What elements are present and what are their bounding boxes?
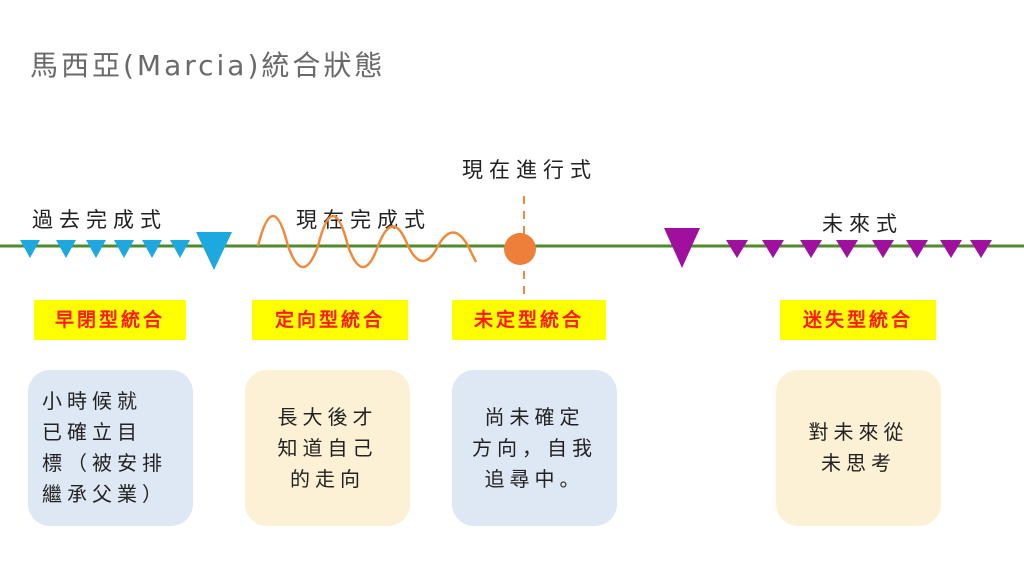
card-moratorium-line: 方向，自我 (472, 435, 597, 460)
card-moratorium-line: 追尋中。 (484, 466, 585, 491)
label-future: 未來式 (822, 212, 903, 236)
card-diffusion-line: 未思考 (821, 451, 896, 475)
present-perfect-wave (256, 214, 478, 268)
future-marker (726, 240, 748, 258)
card-moratorium: 尚未確定 方向，自我 追尋中。 (452, 370, 617, 526)
card-diffusion-line: 對未來從 (808, 420, 909, 444)
label-present-progressive: 現在進行式 (462, 158, 597, 182)
future-markers (664, 228, 992, 268)
past-marker (170, 240, 190, 258)
past-marker (114, 240, 134, 258)
card-moratorium-line: 尚未確定 (484, 404, 585, 429)
card-achievement: 長大後才 知道自己 的走向 (245, 370, 410, 526)
card-achievement-line: 知道自己 (277, 435, 378, 460)
label-present-perfect: 現在完成式 (296, 208, 431, 232)
card-foreclosure-line: 標（被安排 (42, 451, 167, 475)
card-foreclosure-line: 小時候就 (42, 389, 142, 413)
past-marker (20, 240, 40, 258)
label-past-perfect: 過去完成式 (32, 208, 167, 232)
tag-foreclosure: 早閉型統合 (34, 300, 186, 340)
future-marker (762, 240, 784, 258)
past-marker (86, 240, 106, 258)
tag-diffusion: 迷失型統合 (780, 300, 936, 340)
future-marker (836, 240, 858, 258)
card-diffusion: 對未來從 未思考 (776, 370, 941, 526)
tag-achievement: 定向型統合 (252, 300, 408, 340)
card-foreclosure-line: 已確立目 (42, 420, 142, 444)
card-foreclosure-line: 繼承父業） (42, 482, 167, 506)
future-marker (906, 240, 928, 258)
past-markers (20, 232, 232, 270)
past-marker (56, 240, 76, 258)
past-marker (142, 240, 162, 258)
page-title: 馬西亞(Marcia)統合狀態 (30, 49, 386, 82)
future-marker-large (664, 228, 700, 268)
present-progressive-dot (504, 233, 536, 265)
past-marker-large (196, 232, 232, 270)
tag-moratorium: 未定型統合 (452, 300, 606, 340)
card-foreclosure: 小時候就 已確立目 標（被安排 繼承父業） (28, 370, 193, 526)
future-marker (970, 240, 992, 258)
future-marker (872, 240, 894, 258)
card-achievement-line: 長大後才 (277, 404, 378, 429)
card-achievement-line: 的走向 (290, 466, 365, 491)
future-marker (940, 240, 962, 258)
future-marker (800, 240, 822, 258)
